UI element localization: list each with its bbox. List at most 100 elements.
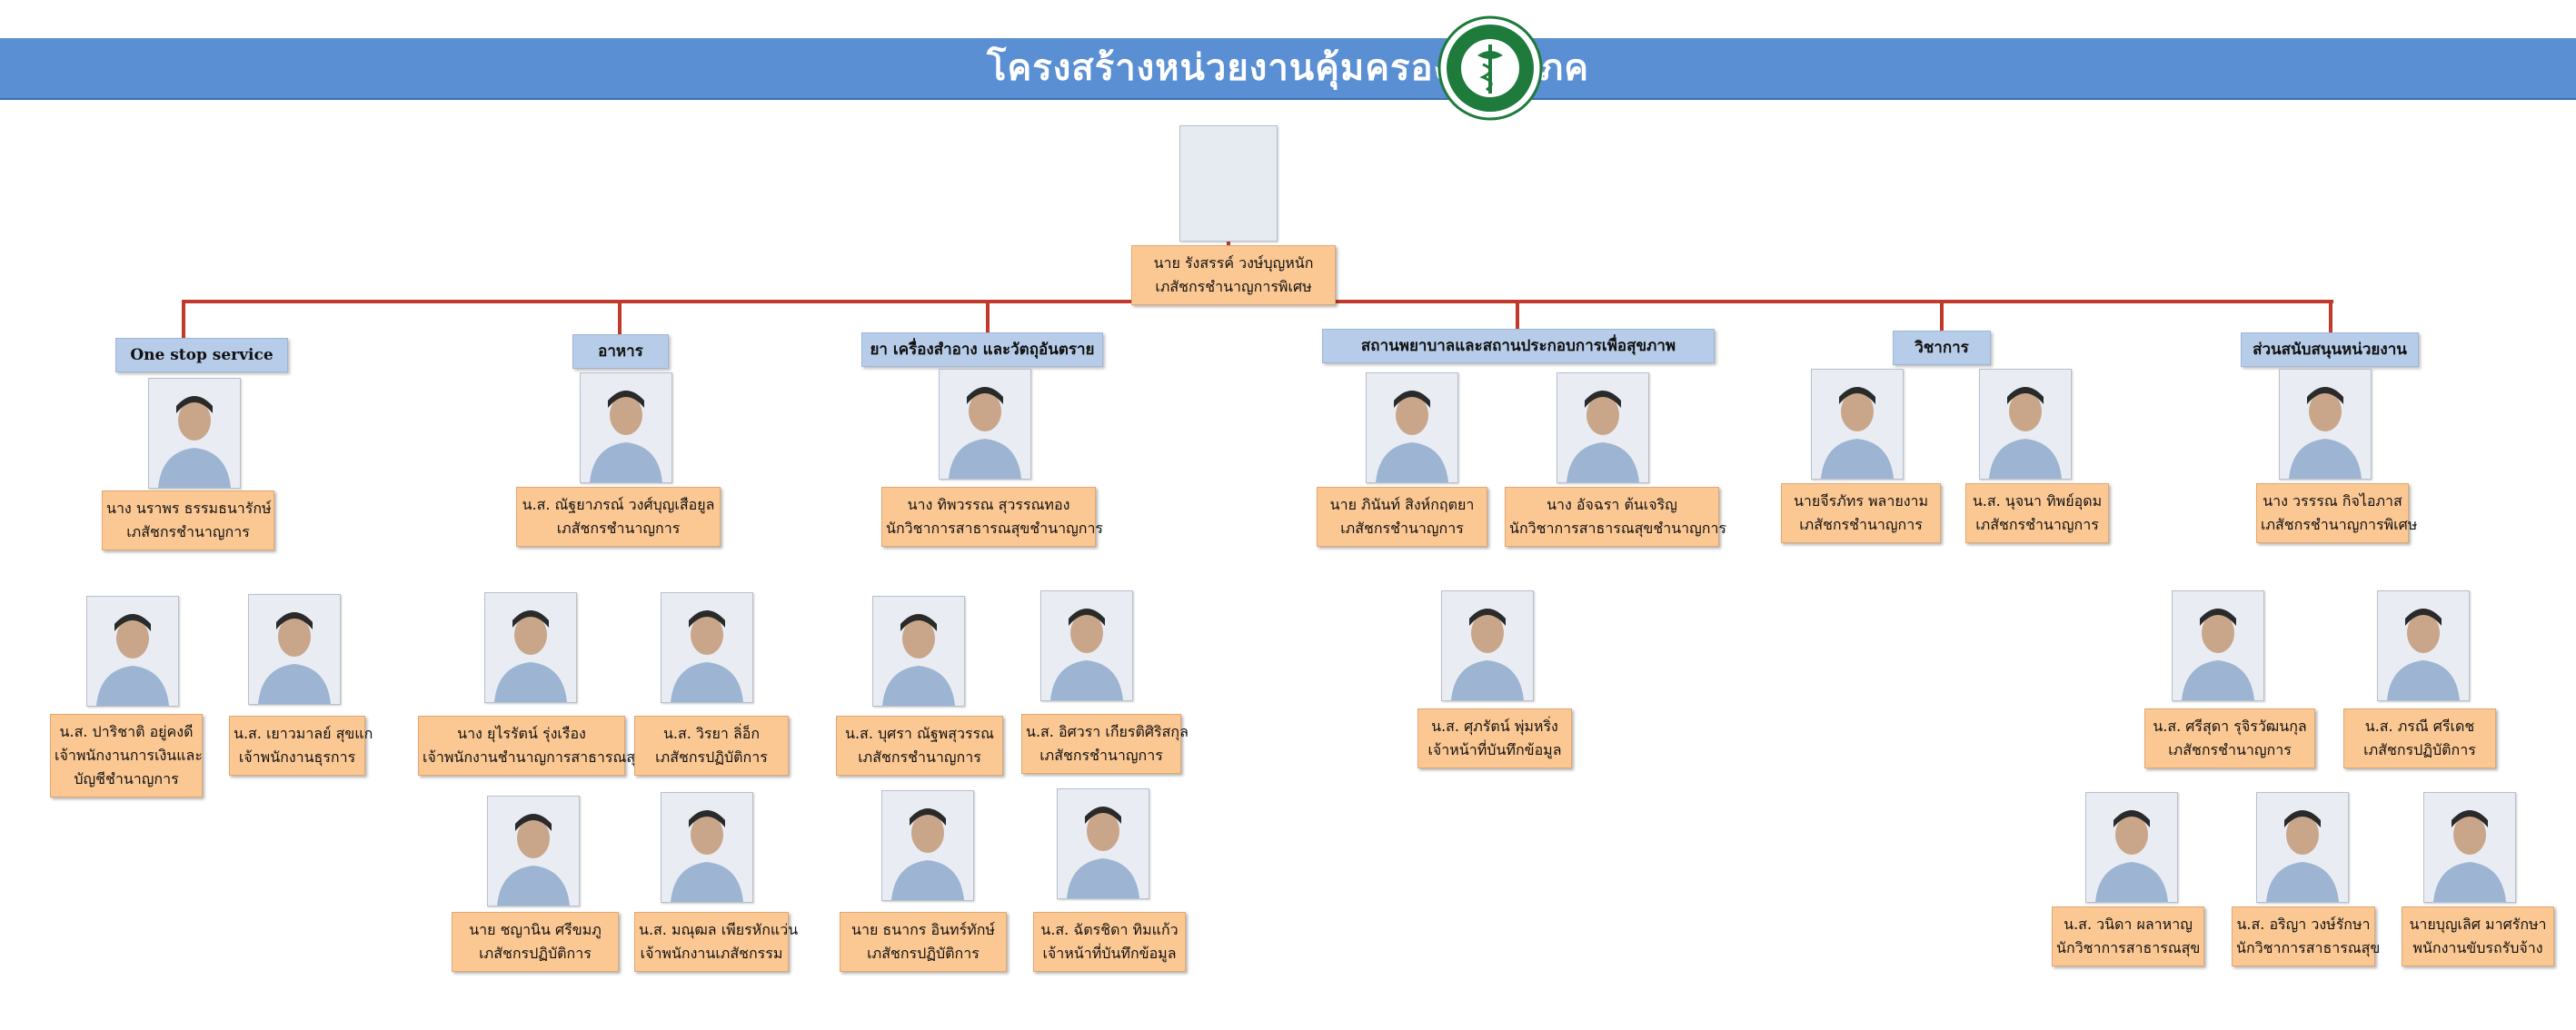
section-health-facilities: สถานพยาบาลและสถานประกอบการเพื่อสุขภาพ bbox=[1322, 329, 1715, 363]
person-position: เจ้าหน้าที่บันทึกข้อมูล bbox=[1042, 945, 1177, 962]
person-photo bbox=[2279, 369, 2372, 480]
person-photo bbox=[487, 796, 580, 906]
person-name-box: นาง วรรรณ กิจไอภาสเภสัชกรชำนาญการพิเศษ bbox=[2256, 483, 2418, 543]
person-name-box: นายจีรภัทร พลายงามเภสัชกรชำนาญการ bbox=[1781, 483, 1941, 543]
person-name: นาง นราพร ธรรมธนารักษ์ bbox=[106, 500, 272, 517]
person-name: น.ส. ศรีสุดา รุจิรวัฒนกุล bbox=[2153, 718, 2307, 735]
person-photo bbox=[1557, 372, 1649, 483]
person-photo bbox=[148, 378, 241, 489]
person-name-box: นาย ภินันท์ สิงห์กฤตยาเภสัชกรชำนาญการ bbox=[1317, 487, 1487, 547]
person-position: นักวิชาการสาธารณสุข bbox=[2056, 939, 2201, 956]
head-position: เภสัชกรชำนาญการพิเศษ bbox=[1155, 278, 1312, 295]
person-position: เภสัชกรปฏิบัติการ bbox=[655, 748, 768, 766]
person-name: น.ส. นุจนา ทิพย์อุดม bbox=[1972, 492, 2103, 510]
person-position: เภสัชกรชำนาญการ bbox=[1975, 516, 2099, 533]
person-name: น.ส. เยาวมาลย์ สุขแก bbox=[234, 725, 373, 742]
person-name: นายจีรภัทร พลายงาม bbox=[1793, 492, 1929, 510]
person-position: เจ้าพนักงานชำนาญการสาธารณสุข bbox=[423, 748, 646, 766]
person-photo bbox=[2377, 590, 2470, 701]
person-photo bbox=[1057, 788, 1149, 899]
section-drugs-cosmetics: ยา เครื่องสำอาง และวัตถุอันตราย bbox=[861, 332, 1103, 367]
person-name: นาง วรรรณ กิจไอภาส bbox=[2263, 492, 2402, 510]
person-name-box: น.ส. ภรณี ศรีเดชเภสัชกรปฏิบัติการ bbox=[2343, 708, 2496, 768]
section-one-stop-service: One stop service bbox=[115, 338, 288, 372]
person-position: เภสัชกรชำนาญการ bbox=[1340, 520, 1464, 537]
person-photo bbox=[939, 369, 1031, 480]
person-name-box: น.ส. อริญา วงษ์รักษานักวิชาการสาธารณสุข bbox=[2232, 906, 2381, 966]
person-name-box: น.ส. อิศวรา เกียรติศิริสกุลเภสัชกรชำนาญก… bbox=[1021, 714, 1189, 774]
person-photo bbox=[881, 790, 974, 901]
person-position: เภสัชกรปฏิบัติการ bbox=[2363, 741, 2476, 758]
person-photo bbox=[2172, 590, 2264, 701]
person-name-box: น.ส. นุจนา ทิพย์อุดมเภสัชกรชำนาญการ bbox=[1965, 483, 2109, 543]
person-position: เภสัชกรชำนาญการ bbox=[126, 523, 250, 540]
person-position: เจ้าพนักงานเภสัชกรรม bbox=[640, 945, 783, 962]
person-photo bbox=[1979, 369, 2072, 480]
person-photo bbox=[2423, 792, 2516, 903]
person-name: นาย ชญานิน ศรีขมภู bbox=[469, 921, 602, 938]
title-bar bbox=[0, 38, 2576, 100]
person-position: เภสัชกรปฏิบัติการ bbox=[867, 945, 980, 962]
person-name-box: น.ส. ศรีสุดา รุจิรวัฒนกุลเภสัชกรชำนาญการ bbox=[2144, 708, 2315, 768]
person-name-box: น.ส. บุศรา ณัฐพสุวรรณเภสัชกรชำนาญการ bbox=[836, 716, 1003, 776]
person-position: พนักงานขับรถรับจ้าง bbox=[2412, 939, 2543, 956]
person-name: นายบุญเลิศ มาศรักษา bbox=[2409, 916, 2547, 933]
person-name-box: นาง อัจฉรา ต้นเจริญนักวิชาการสาธารณสุขชำ… bbox=[1505, 487, 1726, 547]
person-photo bbox=[1040, 590, 1133, 701]
person-photo bbox=[86, 596, 179, 707]
person-position: นักวิชาการสาธารณสุขชำนาญการ bbox=[886, 520, 1104, 537]
person-name-box: น.ส. ปาริชาติ อยู่คงดีเจ้าพนักงานการเงิน… bbox=[50, 714, 203, 797]
person-name: นาย ธนากร อินทร์ทักษ์ bbox=[851, 921, 995, 938]
person-name-box: นายบุญเลิศ มาศรักษาพนักงานขับรถรับจ้าง bbox=[2402, 906, 2554, 966]
person-name: น.ส. ศุภรัตน์ พุ่มหริ่ง bbox=[1431, 718, 1558, 735]
person-name-box: น.ส. วิรยา ลิ่อ็กเภสัชกรปฏิบัติการ bbox=[634, 716, 789, 776]
person-position: เจ้าหน้าที่บันทึกข้อมูล bbox=[1427, 741, 1562, 758]
section-food: อาหาร bbox=[572, 334, 669, 369]
person-photo bbox=[2256, 792, 2349, 903]
person-name-box: น.ส. ศุภรัตน์ พุ่มหริ่งเจ้าหน้าที่บันทึก… bbox=[1417, 708, 1572, 768]
person-position: เภสัชกรชำนาญการ bbox=[1799, 516, 1923, 533]
person-name: นาง อัจฉรา ต้นเจริญ bbox=[1547, 496, 1677, 513]
head-photo bbox=[1179, 125, 1278, 242]
person-position: เภสัชกรชำนาญการพิเศษ bbox=[2261, 516, 2418, 533]
person-name-box: นาย ชญานิน ศรีขมภูเภสัชกรปฏิบัติการ bbox=[452, 912, 619, 972]
person-name: น.ส. วนิดา ผลาหาญ bbox=[2064, 916, 2193, 933]
person-position: เภสัชกรชำนาญการ bbox=[858, 748, 981, 766]
person-name: นาง ยุไรรัตน์ รุ่งเรือง bbox=[457, 725, 586, 742]
person-position: เภสัชกรชำนาญการ bbox=[1039, 747, 1163, 764]
person-name: น.ส. ภรณี ศรีเดช bbox=[2364, 718, 2475, 735]
person-photo bbox=[1366, 372, 1458, 483]
person-photo bbox=[661, 792, 753, 903]
person-position-line2: บัญชีชำนาญการ bbox=[74, 770, 179, 787]
person-photo bbox=[2085, 792, 2178, 903]
person-photo bbox=[1441, 590, 1534, 701]
person-name: นาง ทิพวรรณ สุวรรณทอง bbox=[907, 496, 1070, 513]
person-name-box: นาง ยุไรรัตน์ รุ่งเรืองเจ้าพนักงานชำนาญก… bbox=[418, 716, 646, 776]
person-name: น.ส. ปาริชาติ อยู่คงดี bbox=[59, 723, 194, 740]
person-name-box: น.ส. เยาวมาลย์ สุขแกเจ้าพนักงานธุรการ bbox=[229, 716, 373, 776]
person-name-box: นาง ทิพวรรณ สุวรรณทองนักวิชาการสาธารณสุข… bbox=[881, 487, 1104, 547]
person-photo bbox=[1811, 369, 1904, 480]
person-name-box: น.ส. ณัฐยาภรณ์ วงศ์บุญเสือยูลเภสัชกรชำนา… bbox=[516, 487, 721, 547]
head-name-box: นาย รังสรรค์ วงษ์บุญหนัก เภสัชกรชำนาญการ… bbox=[1131, 245, 1336, 305]
person-name: น.ส. อริญา วงษ์รักษา bbox=[2236, 916, 2371, 933]
person-position: เจ้าพนักงานธุรการ bbox=[238, 748, 356, 766]
person-photo bbox=[580, 372, 672, 483]
page-title: โครงสร้างหน่วยงานคุ้มครองผู้บริโภค bbox=[987, 46, 1589, 89]
person-name-box: น.ส. มณุฒล เพียรหักแว่นเจ้าพนักงานเภสัชก… bbox=[634, 912, 799, 972]
person-name: น.ส. ฉัตรชิดา ทิมแก้ว bbox=[1040, 921, 1179, 938]
person-photo bbox=[484, 592, 577, 703]
person-position: เภสัชกรชำนาญการ bbox=[2168, 741, 2292, 758]
person-photo bbox=[872, 596, 965, 707]
person-name: น.ส. วิรยา ลิ่อ็ก bbox=[662, 725, 761, 742]
section-support: ส่วนสนับสนุนหน่วยงาน bbox=[2241, 332, 2419, 367]
person-name-box: น.ส. วนิดา ผลาหาญนักวิชาการสาธารณสุข bbox=[2052, 906, 2204, 966]
person-photo bbox=[248, 594, 341, 705]
person-name: น.ส. ณัฐยาภรณ์ วงศ์บุญเสือยูล bbox=[522, 496, 715, 513]
person-name-box: นาย ธนากร อินทร์ทักษ์เภสัชกรปฏิบัติการ bbox=[840, 912, 1007, 972]
person-name: น.ส. มณุฒล เพียรหักแว่น bbox=[639, 921, 799, 938]
section-academic: วิชาการ bbox=[1893, 331, 1991, 365]
person-name: นาย ภินันท์ สิงห์กฤตยา bbox=[1329, 496, 1475, 513]
person-position: เภสัชกรปฏิบัติการ bbox=[479, 945, 592, 962]
person-position: นักวิชาการสาธารณสุข bbox=[2236, 939, 2381, 956]
